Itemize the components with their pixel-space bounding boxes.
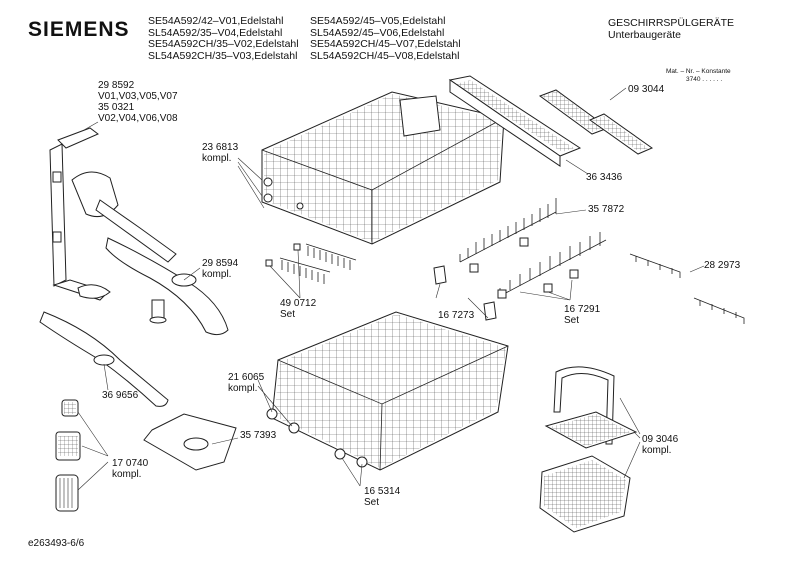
part-note: Set [564, 315, 580, 326]
model-line: SE54A592/42–V01,Edelstahl [148, 15, 284, 27]
part-note: kompl. [202, 153, 232, 164]
tray-inserts [538, 89, 654, 155]
part-label-363436: 36 3436 [586, 172, 622, 183]
part-label-490712: 49 0712 Set [280, 298, 316, 320]
part-note: kompl. [112, 469, 142, 480]
lower-basket [266, 311, 509, 471]
part-note: kompl. [228, 383, 258, 394]
part-label-167291: 16 7291 Set [564, 304, 600, 326]
part-number: 16 7273 [438, 310, 475, 321]
tine-sets [265, 243, 357, 284]
part-number: 29 8592 [98, 80, 135, 91]
part-note: kompl. [202, 269, 232, 280]
part-note: kompl. [642, 445, 672, 456]
filter-assembly [55, 399, 81, 512]
part-label-298592: 29 8592 V01,V03,V05,V07 35 0321 V02,V04,… [98, 80, 178, 124]
cutlery-tray [448, 75, 582, 167]
model-list-left: SE54A592/42–V01,Edelstahl SL54A592/35–V0… [148, 15, 299, 62]
clips [433, 265, 497, 321]
mat-header: Mat. – Nr. – Konstante [666, 68, 731, 75]
part-label-357872: 35 7872 [588, 204, 624, 215]
part-label-093046: 09 3046 kompl. [642, 434, 678, 456]
part-number: 36 3436 [586, 172, 623, 183]
part-number: 29 8594 [202, 258, 239, 269]
part-number: 17 0740 [112, 458, 149, 469]
upper-basket [261, 91, 505, 245]
model-line: SL54A592/45–V06,Edelstahl [310, 26, 445, 39]
category-subtitle: Unterbaugeräte [608, 29, 681, 41]
part-number: 09 3044 [628, 84, 665, 95]
part-number: 21 6065 [228, 372, 265, 383]
part-label-236813: 23 6813 kompl. [202, 142, 238, 164]
part-label-167273: 16 7273 [438, 310, 474, 321]
part-label-369656: 36 9656 [102, 390, 138, 401]
part-number: 23 6813 [202, 142, 239, 153]
model-list-right: SE54A592/45–V05,Edelstahl SL54A592/45–V0… [310, 15, 461, 62]
part-label-216065: 21 6065 kompl. [228, 372, 264, 394]
part-number: 16 7291 [564, 304, 601, 315]
part-label-093044: 09 3044 [628, 84, 664, 95]
leader-lines [77, 87, 705, 491]
part-note: Set [364, 497, 380, 508]
material-constant: Mat. – Nr. – Konstante 3740 . . . . . . [666, 68, 731, 84]
part-number: 35 7872 [588, 204, 625, 215]
cutlery-basket [539, 366, 638, 533]
document-id: e263493-6/6 [28, 538, 85, 549]
fine-filter-plate [143, 413, 237, 471]
part-variant: V02,V04,V06,V08 [98, 113, 178, 124]
part-label-165314: 16 5314 Set [364, 486, 400, 508]
model-line: SE54A592CH/45–V07,Edelstahl [310, 38, 461, 50]
part-variant: V01,V03,V05,V07 [98, 91, 178, 102]
model-line: SL54A592/35–V04,Edelstahl [148, 26, 283, 39]
model-line: SE54A592/45–V05,Edelstahl [310, 15, 446, 27]
part-note: Set [280, 309, 296, 320]
model-line: SL54A592CH/45–V08,Edelstahl [310, 49, 460, 62]
brand-logo: SIEMENS [28, 18, 130, 41]
part-number: 35 0321 [98, 102, 135, 113]
part-label-298594: 29 8594 kompl. [202, 258, 238, 280]
tine-rows [459, 198, 607, 299]
spray-pipe-assembly [49, 127, 177, 301]
part-number: 09 3046 [642, 434, 679, 445]
upper-spray-arm [105, 237, 229, 336]
mat-value: 3740 . . . . . . [686, 76, 723, 83]
part-label-282973: 28 2973 [704, 260, 740, 271]
product-category: GESCHIRRSPÜLGERÄTE Unterbaugeräte [608, 17, 734, 41]
model-line: SE54A592CH/35–V02,Edelstahl [148, 38, 299, 50]
part-number: 36 9656 [102, 390, 139, 401]
part-label-357393: 35 7393 [240, 430, 276, 441]
part-number: 49 0712 [280, 298, 317, 309]
lower-spray-arm [39, 311, 169, 407]
part-number: 16 5314 [364, 486, 401, 497]
part-number: 28 2973 [704, 260, 741, 271]
category-title: GESCHIRRSPÜLGERÄTE [608, 17, 735, 29]
part-label-170740: 17 0740 kompl. [112, 458, 148, 480]
model-line: SL54A592CH/35–V03,Edelstahl [148, 49, 298, 62]
rack-holders [629, 253, 745, 324]
part-number: 35 7393 [240, 430, 277, 441]
